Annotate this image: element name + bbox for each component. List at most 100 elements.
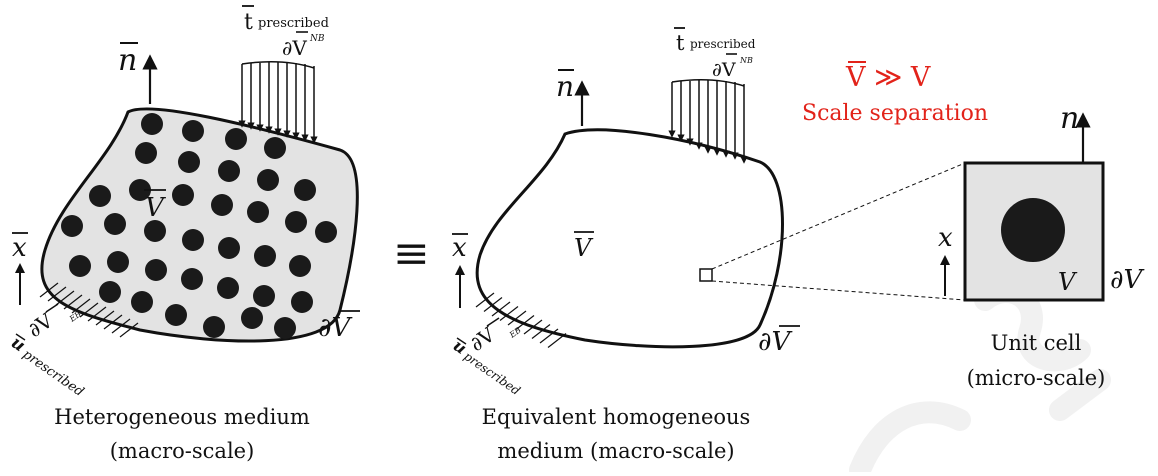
inclusion <box>107 251 129 273</box>
boundary-label: ∂V <box>318 313 352 343</box>
inclusion <box>144 220 166 242</box>
material-point <box>699 268 713 282</box>
fixed-boundary-hatching <box>475 292 567 348</box>
equivalence-symbol: ≡ <box>393 228 430 279</box>
neumann-boundary-sup: NB <box>739 56 753 65</box>
traction-subscript: prescribed <box>258 16 329 31</box>
dirichlet-boundary-label: ∂V <box>23 308 58 342</box>
inclusion <box>218 237 240 259</box>
normal-label: n <box>1060 101 1079 136</box>
hatch-line <box>63 294 83 310</box>
inclusion <box>89 185 111 207</box>
inclusion <box>289 255 311 277</box>
hatch-line <box>539 328 559 344</box>
inclusion <box>203 316 225 338</box>
scale-relation: V ≫ V <box>845 62 931 93</box>
dirichlet-boundary-overbar <box>45 303 59 313</box>
hatch-line <box>87 306 107 322</box>
volume-label: V <box>145 193 166 223</box>
inclusion <box>254 245 276 267</box>
hatch-line <box>79 302 99 318</box>
homogeneous-caption-line2: medium (macro-scale) <box>497 439 734 463</box>
neumann-boundary-label: ∂V <box>282 36 307 60</box>
inclusion <box>181 268 203 290</box>
homogeneous-panel: n t prescribed ∂V NB V x ∂V EB u prescri… <box>450 27 800 463</box>
traction-envelope <box>671 79 745 87</box>
unit-cell-caption-line2: (micro-scale) <box>967 366 1106 390</box>
unit-cell-panel: n x V ∂V Unit cell (micro-scale) <box>938 101 1144 390</box>
hatch-line <box>95 310 115 326</box>
neumann-boundary-label: ∂V <box>712 59 736 81</box>
inclusion <box>104 213 126 235</box>
position-label: x <box>12 233 27 263</box>
volume-label: V <box>574 234 594 262</box>
zoom-line-bottom <box>711 280 966 301</box>
unit-cell-caption-line1: Unit cell <box>991 331 1082 355</box>
hatch-line <box>39 282 59 298</box>
inclusion <box>217 277 239 299</box>
inclusion <box>291 291 313 313</box>
hatch-line <box>111 318 131 334</box>
inclusion <box>218 160 240 182</box>
dirichlet-boundary-overbar <box>486 317 500 327</box>
inclusion <box>182 120 204 142</box>
heterogeneous-panel: n t prescribed ∂V NB V x ∂V EB u prescri… <box>7 5 360 463</box>
displacement-overbar <box>456 337 467 345</box>
inclusion <box>141 113 163 135</box>
inclusion <box>165 304 187 326</box>
inclusion <box>131 291 153 313</box>
displacement-subscript: prescribed <box>20 347 87 400</box>
boundary-label: ∂V <box>758 327 792 357</box>
inclusion <box>99 281 121 303</box>
traction-arrows <box>668 79 748 164</box>
traction-arrows <box>238 61 318 144</box>
traction-subscript: prescribed <box>690 37 756 51</box>
hatch-line <box>491 301 511 317</box>
inclusion <box>315 221 337 243</box>
position-label: x <box>938 223 953 253</box>
hatch-line <box>47 286 67 302</box>
inclusion <box>135 142 157 164</box>
inclusion <box>253 285 275 307</box>
inclusion <box>61 215 83 237</box>
zoom-line-top <box>711 162 966 270</box>
inclusion <box>247 201 269 223</box>
dirichlet-boundary-sup: EB <box>507 325 523 340</box>
inclusion <box>145 259 167 281</box>
scale-separation-label: Scale separation <box>802 101 988 126</box>
normal-label: n <box>556 70 574 103</box>
fixed-boundary-hatching <box>39 282 139 338</box>
normal-label: n <box>118 43 137 78</box>
hatch-line <box>55 290 75 306</box>
boundary-label: ∂V <box>1110 265 1144 295</box>
inclusion <box>225 128 247 150</box>
inclusion <box>69 255 91 277</box>
inclusions <box>61 113 337 339</box>
heterogeneous-caption-line2: (macro-scale) <box>110 439 255 463</box>
hatch-line <box>515 315 535 330</box>
inclusion <box>264 137 286 159</box>
hatch-line <box>483 297 503 312</box>
position-label: x <box>452 233 467 263</box>
inclusion <box>294 179 316 201</box>
hatch-line <box>103 314 123 330</box>
hatch-line <box>547 333 567 348</box>
hatch-line <box>119 322 139 338</box>
inclusion <box>274 317 296 339</box>
displacement-subscript: prescribed <box>461 349 523 398</box>
inclusion <box>182 229 204 251</box>
traction-label: t <box>676 31 685 55</box>
hatch-line <box>507 310 527 326</box>
hatch-line <box>475 292 495 308</box>
hatch-line <box>531 324 551 339</box>
inclusion <box>285 211 307 233</box>
displacement-overbar <box>15 333 26 341</box>
inclusion <box>241 307 263 329</box>
inclusion <box>172 184 194 206</box>
homogeneous-caption-line1: Equivalent homogeneous <box>482 405 751 429</box>
heterogeneous-caption-line1: Heterogeneous medium <box>54 405 310 429</box>
inclusion <box>257 169 279 191</box>
hatch-line <box>523 319 543 335</box>
